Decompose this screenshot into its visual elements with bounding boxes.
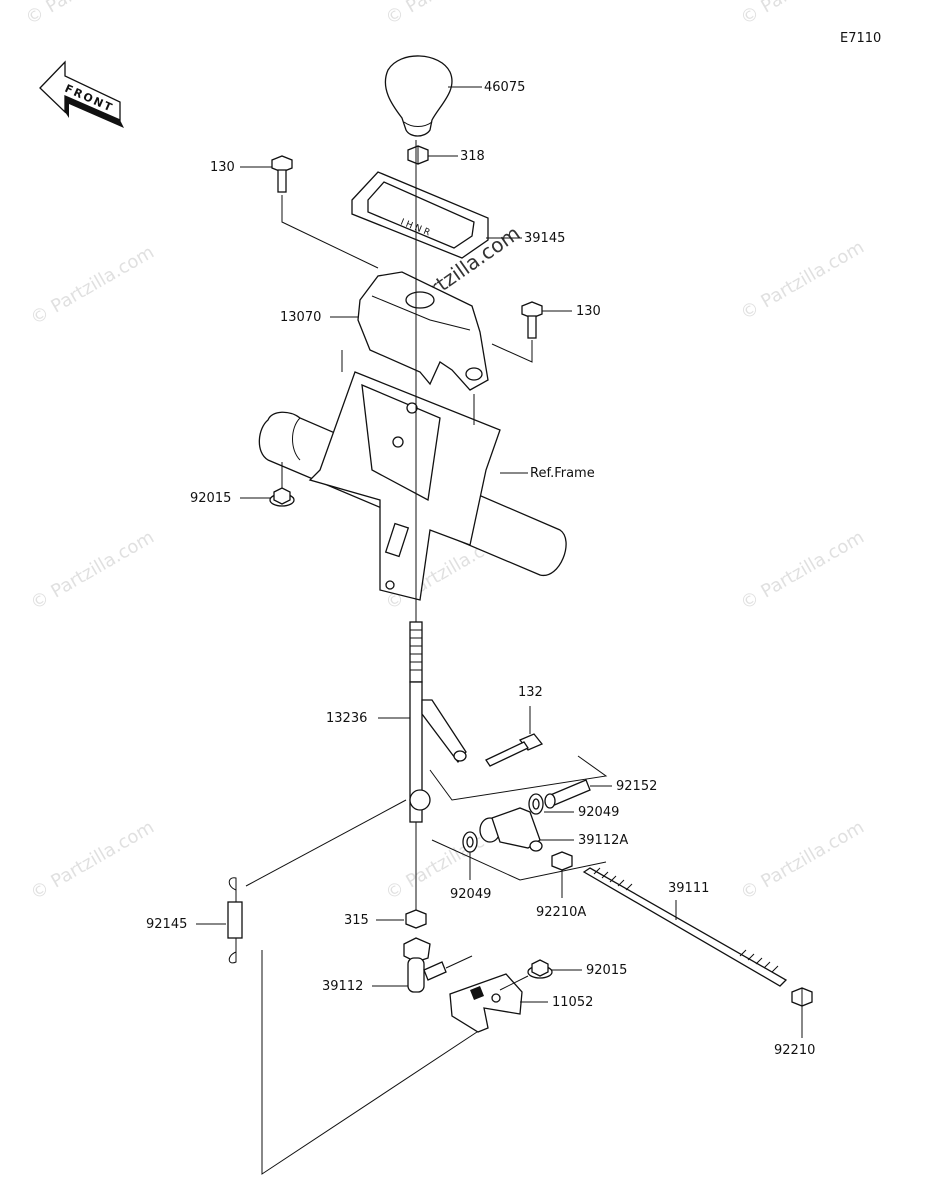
nut-92210a-icon xyxy=(551,851,573,871)
label-46075: 46075 xyxy=(484,80,525,95)
label-92015-right: 92015 xyxy=(586,963,627,978)
label-92210: 92210 xyxy=(774,1043,815,1058)
label-39145: 39145 xyxy=(524,231,565,246)
label-92152: 92152 xyxy=(616,779,657,794)
label-92049-left: 92049 xyxy=(450,887,491,902)
label-11052: 11052 xyxy=(552,995,593,1010)
label-39112a: 39112A xyxy=(578,833,628,848)
bolt-130-icon xyxy=(271,155,293,193)
flange-nut-92015-icon xyxy=(269,487,295,507)
watermark-text: © Partzilla.com xyxy=(27,817,158,905)
rod-39111 xyxy=(582,867,788,987)
watermark-text: © Partzilla.com xyxy=(382,0,513,29)
label-39111: 39111 xyxy=(668,881,709,896)
rod-end-39112 xyxy=(403,937,447,993)
watermark-text: © Partzilla.com xyxy=(737,527,868,615)
watermark-text: © Partzilla.com xyxy=(22,0,153,29)
label-92145: 92145 xyxy=(146,917,187,932)
washer-92049-left-icon xyxy=(462,831,478,853)
flange-nut-92015-right-icon xyxy=(527,959,553,979)
diagram-code: E7110 xyxy=(840,31,881,46)
bracket-11052 xyxy=(449,973,523,1033)
label-39112: 39112 xyxy=(322,979,363,994)
shift-rod-13236 xyxy=(409,621,467,823)
label-92049-right: 92049 xyxy=(578,805,619,820)
label-92015-left: 92015 xyxy=(190,491,231,506)
label-13236: 13236 xyxy=(326,711,367,726)
lever-39112a xyxy=(479,807,543,852)
bolt-132-icon xyxy=(485,733,544,767)
label-92210a: 92210A xyxy=(536,905,586,920)
watermark-text: © Partzilla.com xyxy=(737,237,868,325)
collar-92152-icon xyxy=(544,779,591,809)
watermark-text: © Partzilla.com xyxy=(27,242,158,330)
front-arrow-icon: FRONT xyxy=(39,60,124,128)
watermark-text: © Partzilla.com xyxy=(737,0,868,29)
label-315: 315 xyxy=(344,913,369,928)
shift-knob xyxy=(384,55,453,137)
nut-315-icon xyxy=(405,909,427,929)
label-13070: 13070 xyxy=(280,310,321,325)
label-318: 318 xyxy=(460,149,485,164)
shift-gate-plate: I H N R xyxy=(351,171,489,259)
watermark-text: © Partzilla.com xyxy=(27,527,158,615)
label-130-right: 130 xyxy=(576,304,601,319)
mounting-frame xyxy=(308,350,501,601)
label-132: 132 xyxy=(518,685,543,700)
shift-bracket-13070 xyxy=(357,271,489,391)
washer-92049-right-icon xyxy=(528,793,544,815)
bolt-130-right-icon xyxy=(521,301,543,339)
label-ref-frame: Ref.Frame xyxy=(530,466,595,481)
nut-318-icon xyxy=(407,145,429,165)
label-130-upper: 130 xyxy=(210,160,235,175)
nut-92210-icon xyxy=(791,987,813,1007)
watermark-text: © Partzilla.com xyxy=(737,817,868,905)
spring-92145-icon xyxy=(227,877,243,964)
